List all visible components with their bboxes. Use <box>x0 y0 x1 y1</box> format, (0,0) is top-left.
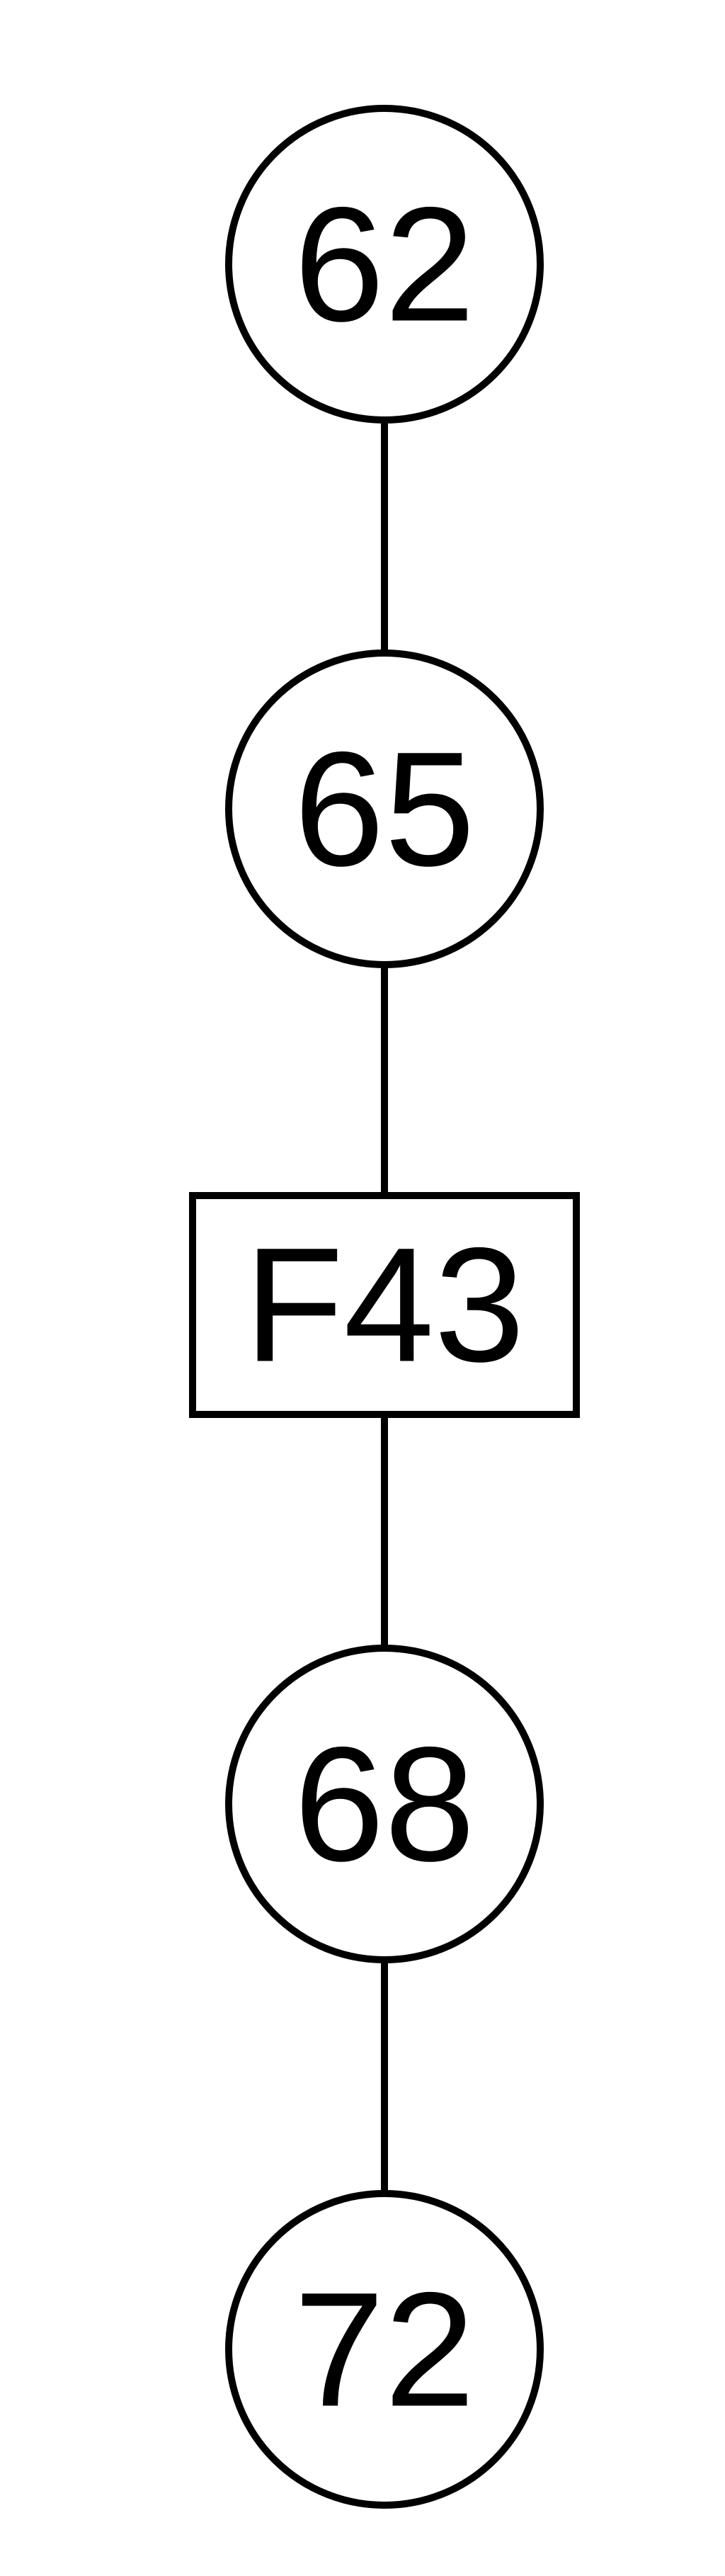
node-62-circle <box>225 105 544 424</box>
node-68-circle <box>225 1645 544 1963</box>
node-62-label: 62 <box>294 174 475 356</box>
node-f43-box <box>189 1192 580 1418</box>
node-72-label: 72 <box>294 2259 475 2441</box>
node-65-label: 65 <box>294 718 475 900</box>
node-65-circle <box>225 649 544 968</box>
node-68: 68 <box>225 1645 544 1963</box>
node-72-circle <box>225 2190 544 2509</box>
node-62: 62 <box>225 105 544 424</box>
node-f43-label: F43 <box>244 1214 525 1396</box>
node-f43: F43 <box>189 1192 580 1418</box>
node-68-label: 68 <box>294 1713 475 1895</box>
node-65: 65 <box>225 649 544 968</box>
node-72: 72 <box>225 2190 544 2509</box>
